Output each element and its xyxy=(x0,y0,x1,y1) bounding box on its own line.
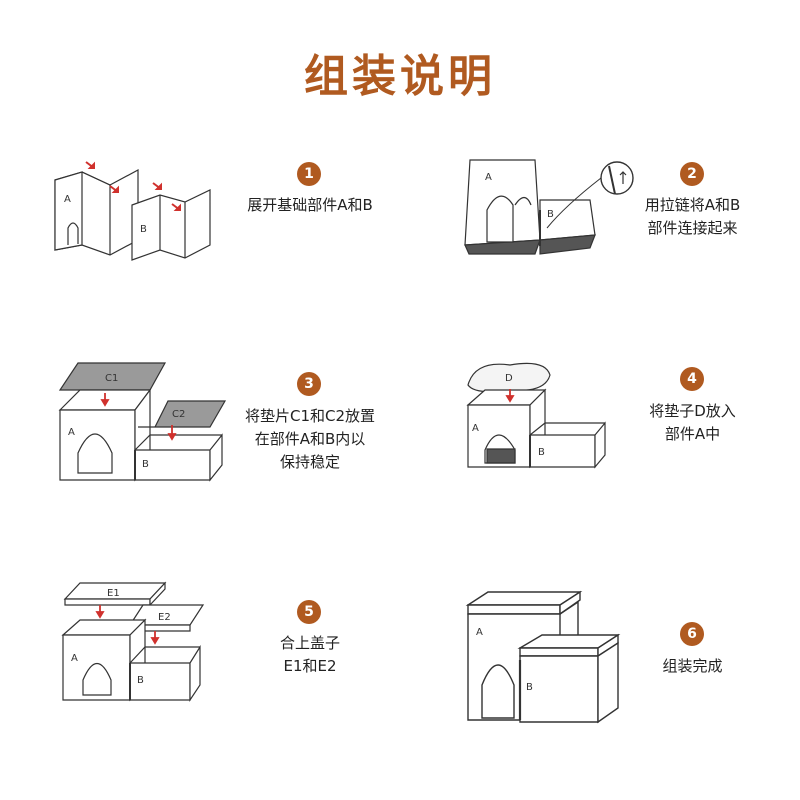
step-4-label-b: B xyxy=(538,447,545,458)
step-3-label-c2: C2 xyxy=(172,409,185,420)
step-2-label-b: B xyxy=(547,209,554,220)
step-6-badge: 6 xyxy=(680,622,704,646)
step-3-label-c1: C1 xyxy=(105,373,118,384)
step-1-badge: 1 xyxy=(297,162,321,186)
step-5-label-e1: E1 xyxy=(107,588,120,599)
step-3-label-b: B xyxy=(142,459,149,470)
step-3-illustration: A B C1 C2 xyxy=(50,355,230,485)
step-5-caption: 合上盖子 E1和E2 xyxy=(279,634,340,675)
step-5-label-b: B xyxy=(137,675,144,686)
step-4-label-a: A xyxy=(472,423,479,434)
step-2-illustration: A B xyxy=(455,150,634,260)
step-5-badge: 5 xyxy=(297,600,321,624)
step-6-caption: 组装完成 xyxy=(662,657,723,675)
step-2-caption: 用拉链将A和B 部件连接起来 xyxy=(644,196,741,237)
step-4-label-d: D xyxy=(505,373,513,384)
step-5-illustration: A B E1 E2 xyxy=(55,575,205,705)
step-3-label-a: A xyxy=(68,427,75,438)
step-2-label-a: A xyxy=(485,172,492,183)
page-title: 组装说明 xyxy=(304,51,496,102)
step-6-label-a: A xyxy=(476,627,483,638)
step-4-illustration: A B D xyxy=(460,355,606,470)
step-1-illustration: A B xyxy=(50,150,220,265)
step-1-caption: 展开基础部件A和B xyxy=(247,196,373,214)
step-3-caption: 将垫片C1和C2放置 在部件A和B内以 保持稳定 xyxy=(244,407,376,471)
step-4-badge: 4 xyxy=(680,367,704,391)
step-6-label-b: B xyxy=(526,682,533,693)
step-5-label-a: A xyxy=(71,653,78,664)
step-5-label-e2: E2 xyxy=(158,612,171,623)
step-1-label-b: B xyxy=(140,224,147,235)
step-6-illustration: A B xyxy=(460,590,621,725)
step-2-badge: 2 xyxy=(680,162,704,186)
step-3-badge: 3 xyxy=(297,372,321,396)
step-1-label-a: A xyxy=(64,194,71,205)
step-4-caption: 将垫子D放入 部件A中 xyxy=(649,402,736,443)
